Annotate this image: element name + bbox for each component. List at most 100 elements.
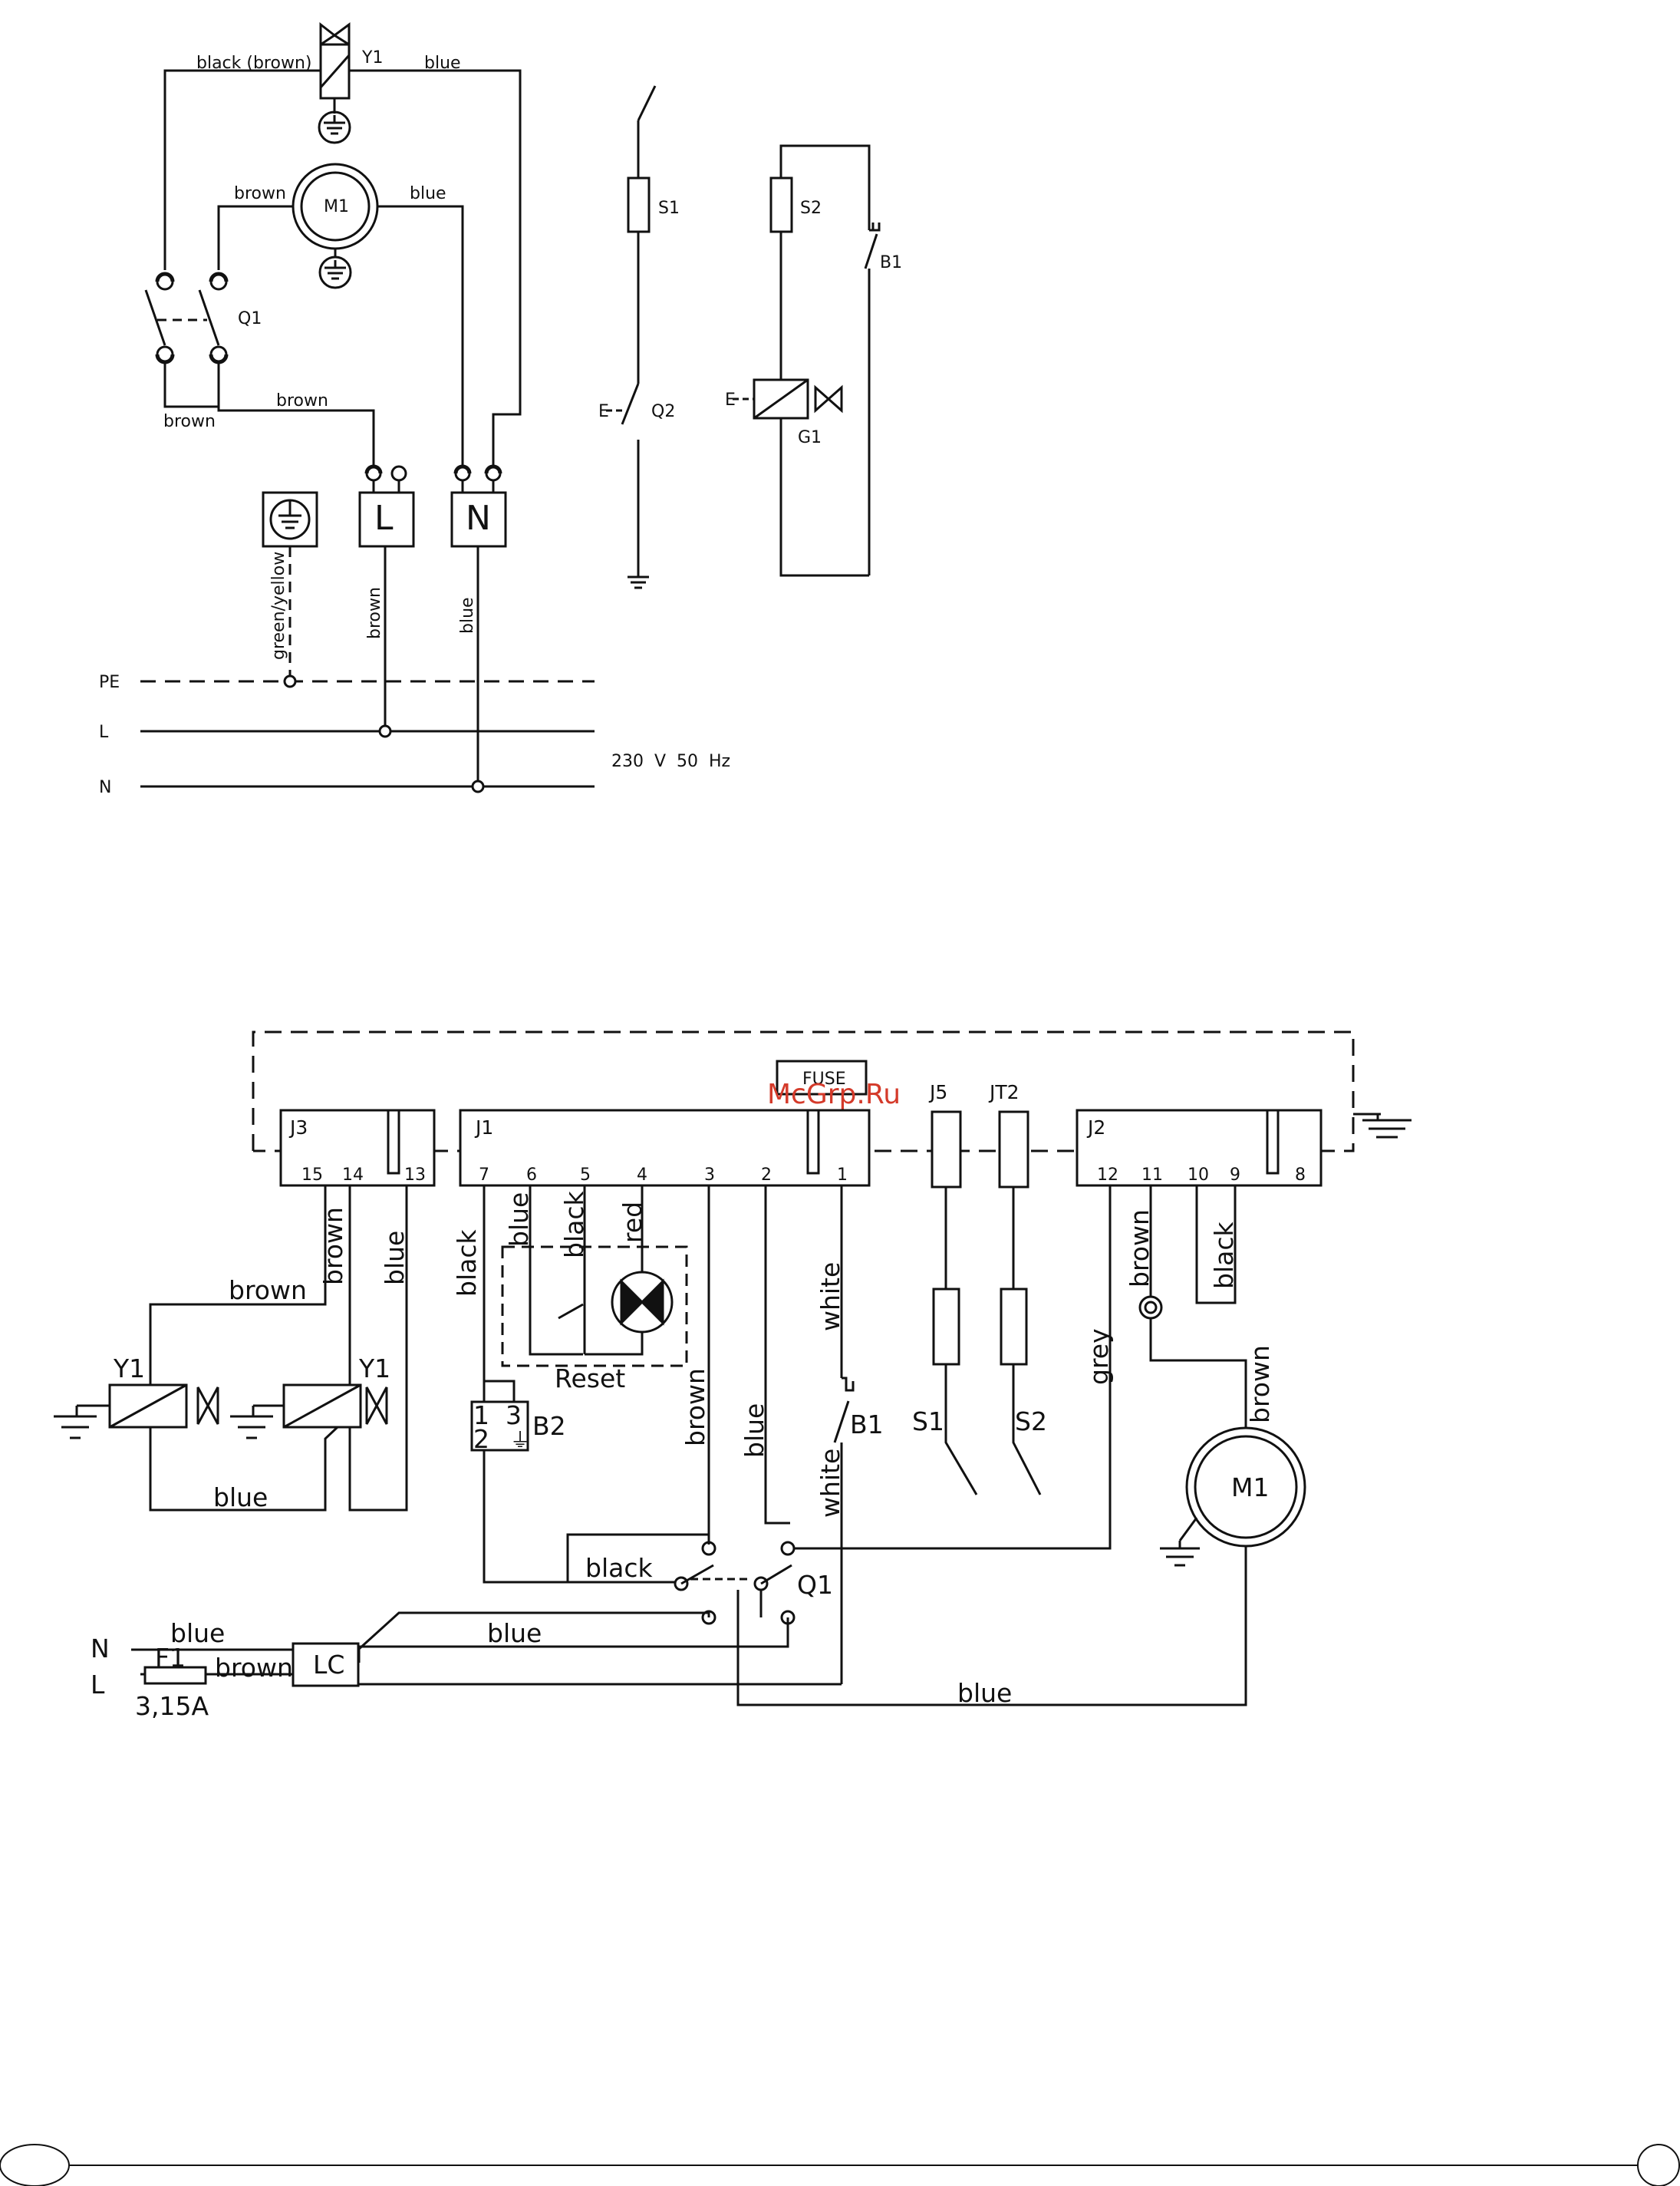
label-wire-blue-j3: blue bbox=[380, 1231, 410, 1285]
label-wire-black-j2: black bbox=[1209, 1222, 1239, 1289]
label-wire-black-brown: black (brown) bbox=[196, 54, 311, 73]
pin-j2-8: 8 bbox=[1295, 1166, 1306, 1185]
label-wire-blue-lc: blue bbox=[487, 1618, 542, 1648]
label-wire-brown-l: brown bbox=[365, 587, 384, 639]
block-jt2 bbox=[998, 1110, 1029, 1189]
pin-j3-13: 13 bbox=[404, 1166, 426, 1185]
block-j3 bbox=[279, 1109, 436, 1187]
label-wire-white-2: white bbox=[815, 1449, 845, 1518]
label-wire-blue-m1: blue bbox=[957, 1678, 1012, 1708]
label-jt2: JT2 bbox=[988, 1081, 1020, 1103]
label-j2: J2 bbox=[1086, 1116, 1105, 1139]
label-m1: M1 bbox=[324, 197, 349, 216]
label-terminal-l: L bbox=[374, 499, 394, 538]
label-lc: LC bbox=[313, 1650, 344, 1680]
page-footer bbox=[0, 2144, 1680, 2186]
label-s1: S1 bbox=[658, 199, 680, 218]
label-wire-blue-n: blue bbox=[458, 597, 477, 634]
block-j1 bbox=[459, 1109, 871, 1187]
wire-brown-q1-bridge bbox=[163, 362, 220, 408]
label-wire-red-j1: red bbox=[618, 1202, 647, 1243]
terminal-earth bbox=[262, 491, 318, 548]
wire-brown-q1 bbox=[217, 362, 375, 468]
top-s1-q2-circuit bbox=[606, 85, 657, 589]
label-wire-brown-j1: brown bbox=[680, 1368, 710, 1446]
pin-j1-4: 4 bbox=[637, 1166, 647, 1185]
label-b2-pin1: 1 bbox=[473, 1400, 489, 1430]
pin-j1-2: 2 bbox=[761, 1166, 772, 1185]
label-fuse: FUSE bbox=[802, 1070, 846, 1089]
label-supply: 230 V 50 Hz bbox=[611, 752, 730, 771]
label-wire-blue-j1b: blue bbox=[740, 1403, 769, 1458]
block-j5 bbox=[931, 1110, 962, 1189]
wire-blue-y1 bbox=[349, 69, 522, 468]
label-s2: S2 bbox=[1015, 1406, 1047, 1436]
label-b2: B2 bbox=[532, 1411, 566, 1441]
block-j2 bbox=[1076, 1109, 1323, 1187]
label-rail-pe: PE bbox=[99, 673, 120, 692]
wire-blue-m1 bbox=[377, 205, 464, 468]
label-b1: B1 bbox=[850, 1410, 884, 1439]
pin-j1-6: 6 bbox=[526, 1166, 537, 1185]
terminal-l bbox=[358, 491, 415, 548]
label-q1: Q1 bbox=[238, 309, 262, 328]
label-m1: M1 bbox=[1231, 1472, 1269, 1502]
pin-j2-12: 12 bbox=[1097, 1166, 1118, 1185]
label-wire-blue-y1: blue bbox=[424, 54, 461, 73]
label-b2-pin2: 2 bbox=[473, 1424, 489, 1454]
label-wire-brown-m1: brown bbox=[234, 184, 286, 203]
pin-j1-7: 7 bbox=[479, 1166, 489, 1185]
label-wire-brown-q1: brown bbox=[276, 391, 328, 410]
pin-j1-5: 5 bbox=[580, 1166, 591, 1185]
bottom-m1-motor bbox=[1160, 1426, 1306, 1567]
pin-j1-3: 3 bbox=[704, 1166, 715, 1185]
label-wire-brown-m1: brown bbox=[1245, 1345, 1275, 1423]
b2-sensor bbox=[470, 1400, 529, 1452]
bottom-y1a-valve bbox=[54, 1383, 219, 1439]
label-s2: S2 bbox=[800, 199, 822, 218]
label-wire-brown-y1: brown bbox=[229, 1275, 307, 1305]
control-board-outline bbox=[252, 1030, 1355, 1152]
label-q2: Q2 bbox=[651, 402, 675, 421]
label-wire-black-j1: black bbox=[452, 1229, 482, 1297]
label-j1: J1 bbox=[474, 1116, 493, 1139]
top-schematic bbox=[140, 21, 881, 793]
pin-j2-11: 11 bbox=[1141, 1166, 1163, 1185]
label-wire-white-1: white bbox=[815, 1262, 845, 1331]
bottom-y1b-valve bbox=[230, 1383, 388, 1439]
bottom-labels: J3 15 14 13 J1 7 6 5 4 3 2 1 FUSE McGrp.… bbox=[91, 1070, 1306, 1721]
label-wire-brown-l: brown bbox=[215, 1653, 293, 1683]
top-labels: black (brown) Y1 blue M1 brown blue Q1 b… bbox=[99, 48, 902, 797]
bottom-q1-switch bbox=[674, 1541, 796, 1625]
top-m1-motor bbox=[292, 163, 379, 289]
label-wire-blue-y1: blue bbox=[213, 1482, 268, 1512]
label-y1a: Y1 bbox=[113, 1353, 145, 1383]
label-wire-black-j1b: black bbox=[559, 1191, 589, 1258]
wire-black-brown bbox=[163, 69, 321, 270]
block-fuse bbox=[776, 1060, 868, 1096]
top-q1-switch bbox=[144, 272, 229, 364]
svg-text:⏚: ⏚ bbox=[510, 1429, 530, 1452]
label-wire-black-q1: black bbox=[585, 1553, 653, 1583]
pin-j3-14: 14 bbox=[342, 1166, 364, 1185]
label-j5: J5 bbox=[928, 1081, 947, 1103]
label-wire-blue-j1: blue bbox=[504, 1192, 534, 1247]
pin-j2-10: 10 bbox=[1188, 1166, 1209, 1185]
label-y1: Y1 bbox=[361, 48, 383, 68]
label-b1: B1 bbox=[880, 253, 902, 272]
reset-box bbox=[501, 1245, 688, 1367]
label-wire-green-yellow: green/yellow bbox=[269, 552, 288, 660]
label-q1: Q1 bbox=[797, 1570, 833, 1600]
label-s1: S1 bbox=[912, 1406, 944, 1436]
block-lc bbox=[292, 1642, 360, 1687]
label-wire-grey: grey bbox=[1084, 1328, 1114, 1385]
label-wire-blue-m1: blue bbox=[410, 184, 446, 203]
pin-j3-15: 15 bbox=[301, 1166, 323, 1185]
label-wire-brown-j2: brown bbox=[1125, 1209, 1155, 1288]
label-j3: J3 bbox=[288, 1116, 308, 1139]
label-reset: Reset bbox=[555, 1363, 625, 1393]
label-e1: E bbox=[598, 402, 609, 421]
wire-brown-m1 bbox=[217, 205, 293, 270]
top-s2-g1-circuit bbox=[733, 144, 881, 577]
